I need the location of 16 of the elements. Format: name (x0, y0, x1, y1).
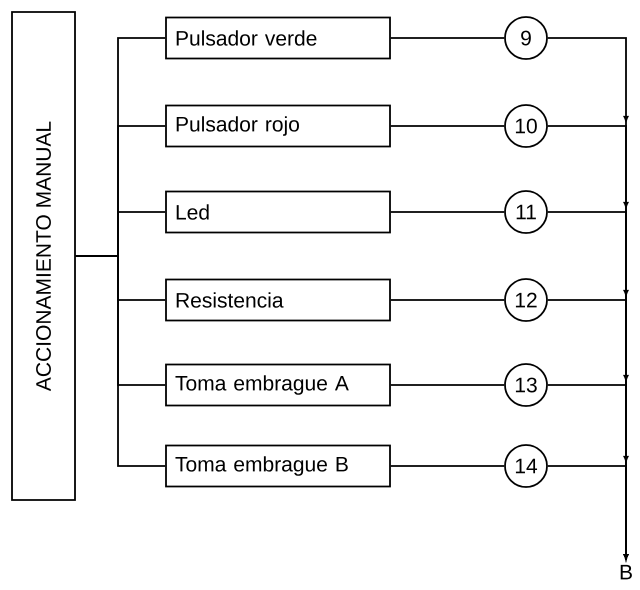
connector-line (548, 465, 628, 560)
component-box: Pulsador verde (165, 16, 391, 60)
connector-line (390, 465, 504, 467)
output-label: B (620, 564, 632, 580)
connector-line (390, 125, 504, 127)
connector-line (390, 384, 504, 386)
component-box: Toma embrague A (165, 364, 391, 406)
connector-line (390, 299, 504, 301)
component-box: Toma embrague B (165, 444, 391, 488)
component-box: Led (165, 190, 391, 234)
connector-line (390, 37, 504, 39)
component-box: Resistencia (165, 278, 391, 322)
connector-line (390, 211, 504, 213)
component-box: Pulsador rojo (165, 104, 391, 148)
block-box: ACCIONAMIENTO MANUAL (11, 11, 76, 501)
connector-line (76, 255, 166, 467)
